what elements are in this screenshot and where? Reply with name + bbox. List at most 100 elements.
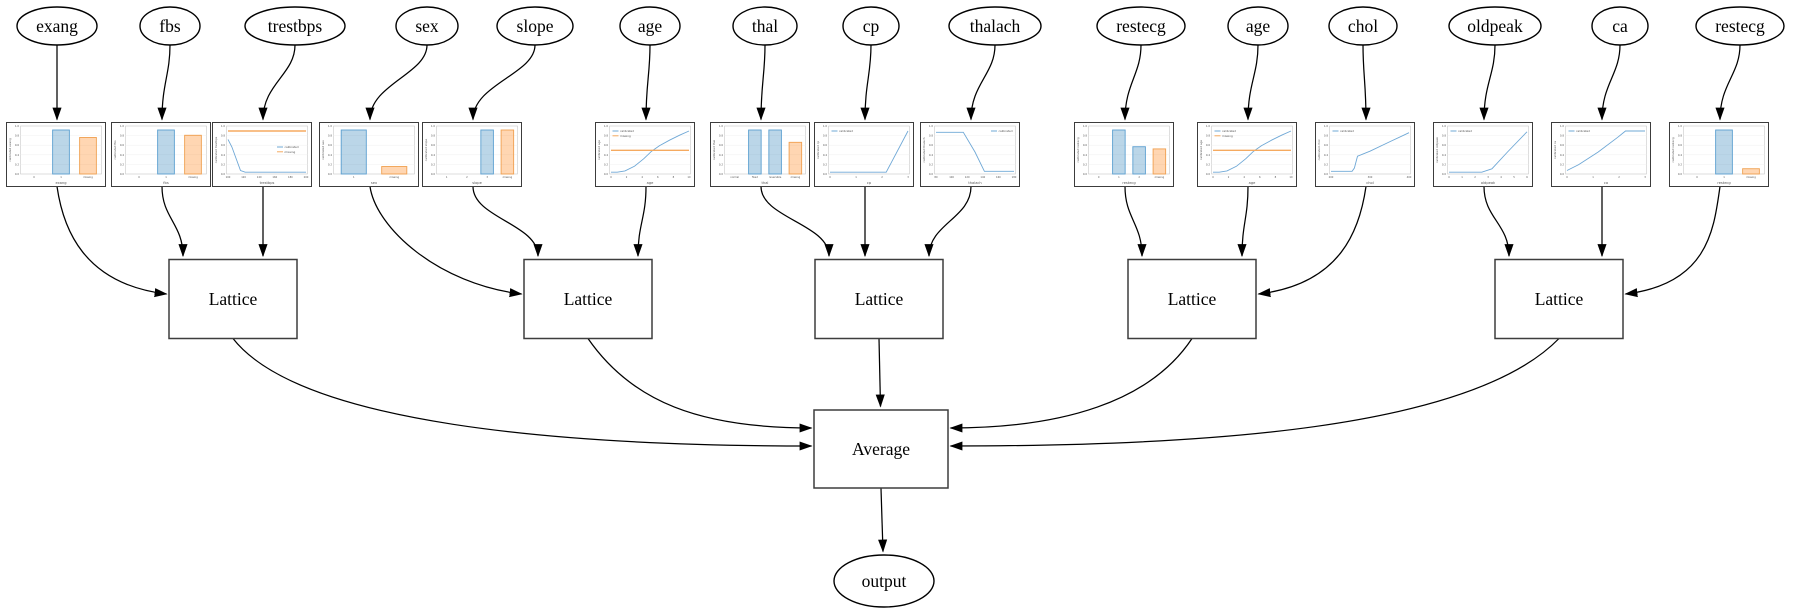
- y-tick: 0.2: [1206, 162, 1210, 166]
- lattice-node-4: Lattice: [1494, 258, 1624, 340]
- y-tick: 0.4: [823, 152, 827, 156]
- feature-label: oldpeak: [1467, 16, 1523, 36]
- legend-entry: calibrated: [285, 145, 299, 149]
- feature-label: chol: [1348, 16, 1378, 36]
- x-tick: 160: [273, 175, 278, 179]
- y-tick: 0.4: [719, 152, 723, 156]
- y-tick: 0.2: [719, 162, 723, 166]
- y-tick: 0.0: [823, 172, 827, 176]
- x-axis-label: fbs: [164, 181, 170, 185]
- plot-area: [1329, 125, 1412, 174]
- feature-label: trestbps: [268, 16, 323, 36]
- x-tick: 0: [1213, 175, 1215, 179]
- feature-node-fbs: fbs: [139, 6, 201, 46]
- feature-label: age: [638, 16, 663, 36]
- plot-area: [828, 125, 911, 174]
- y-tick: 0.2: [15, 162, 19, 166]
- bar-missing: [1742, 167, 1761, 174]
- edge-calibrator-to-lattice: [1124, 186, 1147, 258]
- y-tick: 1.0: [328, 124, 332, 128]
- legend-entry: calibrated: [999, 129, 1013, 133]
- plot-area: [20, 125, 103, 174]
- x-tick: 4: [642, 175, 644, 179]
- x-axis-label: restecg: [1718, 181, 1731, 185]
- y-axis-label: calibrated exang: [8, 138, 12, 162]
- bar-missing: [79, 136, 98, 174]
- lattice-label: Lattice: [209, 289, 258, 309]
- y-tick: 0.0: [221, 172, 225, 176]
- y-tick: 0.8: [719, 133, 723, 137]
- y-tick: 0.8: [823, 133, 827, 137]
- bar-calibrated: [341, 129, 368, 174]
- y-tick: 0.0: [929, 172, 933, 176]
- edge-calibrator-to-lattice: [1237, 186, 1249, 258]
- y-tick: 0.6: [120, 143, 124, 147]
- y-tick: 0.2: [1083, 162, 1087, 166]
- x-tick: 0: [1449, 175, 1451, 179]
- line-calibrated: [1331, 131, 1410, 172]
- edge-lattice-to-average: [949, 338, 1193, 433]
- x-tick: 160: [996, 175, 1001, 179]
- legend-entry: calibrated: [620, 129, 634, 133]
- x-axis-label: oldpeak: [1481, 181, 1496, 185]
- legend-entry: calibrated: [1576, 129, 1590, 133]
- y-tick: 0.2: [823, 162, 827, 166]
- x-tick: 3: [1488, 175, 1490, 179]
- legend-entry: calibrated: [839, 129, 853, 133]
- y-tick: 0.4: [604, 152, 608, 156]
- y-tick: 0.8: [1442, 133, 1446, 137]
- feature-label: thal: [752, 16, 778, 36]
- x-tick: 400: [1407, 175, 1412, 179]
- x-tick: 1: [61, 175, 63, 179]
- x-tick: 100: [226, 175, 231, 179]
- edge-feature-to-calibrator: [641, 44, 651, 121]
- feature-node-exang: exang: [16, 6, 98, 46]
- plot-area: [226, 125, 309, 174]
- chart-legend: calibrated: [831, 129, 854, 133]
- y-tick: 1.0: [431, 124, 435, 128]
- x-tick: 0: [139, 175, 141, 179]
- y-tick: 0.6: [328, 143, 332, 147]
- x-tick: 1: [1462, 175, 1464, 179]
- y-tick: 0.4: [1678, 152, 1682, 156]
- x-axis-label: thalach: [969, 181, 982, 185]
- x-tick: missing: [1155, 175, 1165, 179]
- edge-calibrator-to-lattice: [1624, 186, 1721, 298]
- edge-lattice-to-average: [587, 338, 813, 433]
- plot-area: [436, 125, 519, 174]
- y-axis-label: calibrated cp: [816, 140, 820, 158]
- x-tick: 1: [353, 175, 355, 179]
- x-tick: 1: [856, 175, 858, 179]
- chart-legend: calibrated: [1568, 129, 1591, 133]
- y-tick: 0.4: [1560, 152, 1564, 156]
- feature-label: slope: [517, 16, 554, 36]
- y-axis-label: calibrated age: [1199, 139, 1203, 159]
- bar-missing: [184, 134, 203, 174]
- chart-legend: calibrated: [1332, 129, 1355, 133]
- x-tick: 300: [1368, 175, 1373, 179]
- y-tick: 0.8: [929, 133, 933, 137]
- y-tick: 0.0: [120, 172, 124, 176]
- x-tick: 120: [242, 175, 247, 179]
- y-tick: 1.0: [929, 124, 933, 128]
- x-tick: missing: [1747, 175, 1757, 179]
- y-tick: 0.6: [823, 143, 827, 147]
- edge-feature-to-calibrator: [365, 44, 428, 121]
- x-tick: 0: [611, 175, 613, 179]
- x-tick: 0: [1697, 175, 1699, 179]
- plot-area: [1565, 125, 1648, 174]
- y-tick: 0.0: [15, 172, 19, 176]
- bar-calibrated: [157, 129, 176, 174]
- y-axis-label: calibrated restecg: [1671, 137, 1675, 163]
